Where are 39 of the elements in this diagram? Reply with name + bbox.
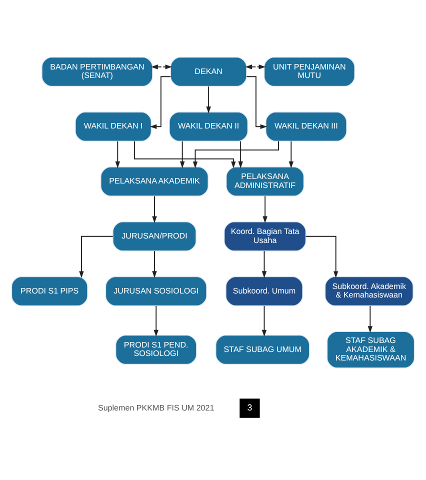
node-box: WAKIL DEKAN III — [265, 112, 347, 142]
arrow — [368, 306, 373, 333]
node-box: WAKIL DEKAN II — [169, 112, 248, 142]
arrow — [305, 236, 338, 278]
node-box: PRODI S1 PEND. SOSIOLOGI — [115, 334, 197, 365]
arrow — [262, 250, 267, 278]
node-box: WAKIL DEKAN I — [75, 112, 152, 142]
node-box: PRODI S1 PIPS — [11, 276, 88, 306]
arrow — [206, 86, 211, 114]
arrow — [288, 140, 294, 168]
node-box: STAF SUBAG AKADEMIK & KEMAHASISWAAN — [326, 331, 415, 368]
node-box: Subkoord. Umum — [226, 276, 303, 306]
arrow — [245, 64, 266, 70]
arrow — [262, 196, 268, 224]
arrow — [238, 140, 243, 168]
arrow — [192, 140, 279, 168]
node-box: DEKAN — [170, 56, 247, 87]
label: 3 — [247, 402, 252, 413]
label: Suplemen PKKMB FIS UM 2021 — [98, 403, 214, 412]
arrow — [151, 64, 172, 70]
arrow — [79, 236, 114, 278]
arrow — [246, 76, 268, 129]
node-box: PELAKSANA ADMINISTRATIF — [226, 166, 304, 196]
node-box: JURUSAN/PRODI — [112, 221, 196, 252]
arrow — [115, 140, 120, 168]
node-box: Subkoord. Akademik & Kemahasiswaan — [324, 276, 414, 306]
arrow — [150, 76, 172, 129]
arrow — [154, 306, 158, 337]
arrow — [134, 140, 236, 168]
arrow — [152, 250, 157, 278]
node-box: JURUSAN SOSIOLOGI — [105, 276, 207, 306]
arrow — [152, 196, 157, 224]
node-box: UNIT PENJAMINAN MUTU — [264, 56, 356, 87]
arrow — [262, 306, 267, 337]
node-box: STAF SUBAG UMUM — [215, 334, 310, 365]
arrow — [180, 140, 185, 168]
node-box: Koord. Bagian Tata Usaha — [224, 221, 306, 252]
node-box: BADAN PERTIMBANGAN (SENAT) — [42, 56, 153, 87]
node-box: PELAKSANA AKADEMIK — [100, 166, 209, 196]
